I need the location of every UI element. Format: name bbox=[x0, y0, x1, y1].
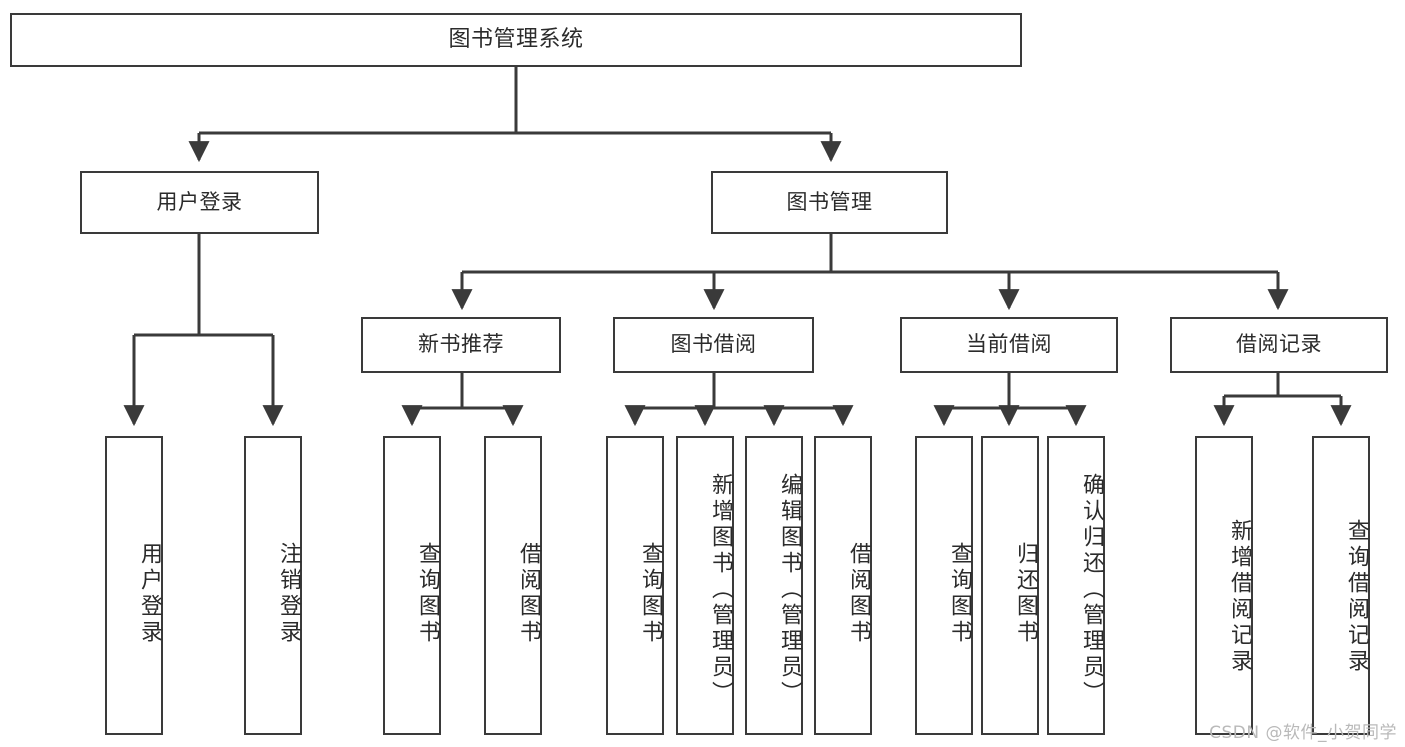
node-borrow-record[interactable]: 借阅记录 bbox=[1170, 317, 1388, 373]
node-book-borrow[interactable]: 图书借阅 bbox=[613, 317, 814, 373]
leaf-query-book-1[interactable]: 查询图书 bbox=[383, 436, 441, 735]
leaf-query-record[interactable]: 查询借阅记录 bbox=[1312, 436, 1370, 735]
leaf-user-login-label: 用户登录 bbox=[137, 541, 162, 646]
leaf-query-book-1-label: 查询图书 bbox=[415, 541, 440, 646]
leaf-borrow-book-2[interactable]: 借阅图书 bbox=[814, 436, 872, 735]
leaf-add-record-label: 新增借阅记录 bbox=[1227, 518, 1252, 675]
leaf-logout-login[interactable]: 注销登录 bbox=[244, 436, 302, 735]
node-book-manage[interactable]: 图书管理 bbox=[711, 171, 948, 234]
leaf-return-book[interactable]: 归还图书 bbox=[981, 436, 1039, 735]
leaf-edit-book-label: 编辑图书（管理员） bbox=[777, 472, 802, 707]
leaf-add-book[interactable]: 新增图书（管理员） bbox=[676, 436, 734, 735]
node-new-book-recommend-label: 新书推荐 bbox=[418, 332, 504, 357]
leaf-add-record[interactable]: 新增借阅记录 bbox=[1195, 436, 1253, 735]
leaf-logout-login-label: 注销登录 bbox=[276, 541, 301, 646]
leaf-query-record-label: 查询借阅记录 bbox=[1344, 518, 1369, 675]
node-root-label: 图书管理系统 bbox=[448, 26, 584, 52]
node-user-login[interactable]: 用户登录 bbox=[80, 171, 319, 234]
leaf-confirm-return-label: 确认归还（管理员） bbox=[1079, 472, 1104, 707]
leaf-confirm-return[interactable]: 确认归还（管理员） bbox=[1047, 436, 1105, 735]
leaf-query-book-2-label: 查询图书 bbox=[638, 541, 663, 646]
node-current-borrow-label: 当前借阅 bbox=[966, 332, 1052, 357]
leaf-borrow-book-2-label: 借阅图书 bbox=[846, 541, 871, 646]
node-root[interactable]: 图书管理系统 bbox=[10, 13, 1022, 67]
node-borrow-record-label: 借阅记录 bbox=[1236, 332, 1322, 357]
node-current-borrow[interactable]: 当前借阅 bbox=[900, 317, 1118, 373]
leaf-return-book-label: 归还图书 bbox=[1013, 541, 1038, 646]
node-new-book-recommend[interactable]: 新书推荐 bbox=[361, 317, 561, 373]
leaf-borrow-book-1[interactable]: 借阅图书 bbox=[484, 436, 542, 735]
leaf-query-book-3[interactable]: 查询图书 bbox=[915, 436, 973, 735]
leaf-query-book-2[interactable]: 查询图书 bbox=[606, 436, 664, 735]
watermark: CSDN @软件_小贺同学 bbox=[1209, 723, 1397, 743]
leaf-query-book-3-label: 查询图书 bbox=[947, 541, 972, 646]
node-book-borrow-label: 图书借阅 bbox=[670, 332, 757, 357]
node-user-login-label: 用户登录 bbox=[156, 189, 243, 214]
leaf-user-login[interactable]: 用户登录 bbox=[105, 436, 163, 735]
leaf-add-book-label: 新增图书（管理员） bbox=[708, 472, 733, 707]
leaf-edit-book[interactable]: 编辑图书（管理员） bbox=[745, 436, 803, 735]
node-book-manage-label: 图书管理 bbox=[786, 189, 873, 214]
leaf-borrow-book-1-label: 借阅图书 bbox=[516, 541, 541, 646]
